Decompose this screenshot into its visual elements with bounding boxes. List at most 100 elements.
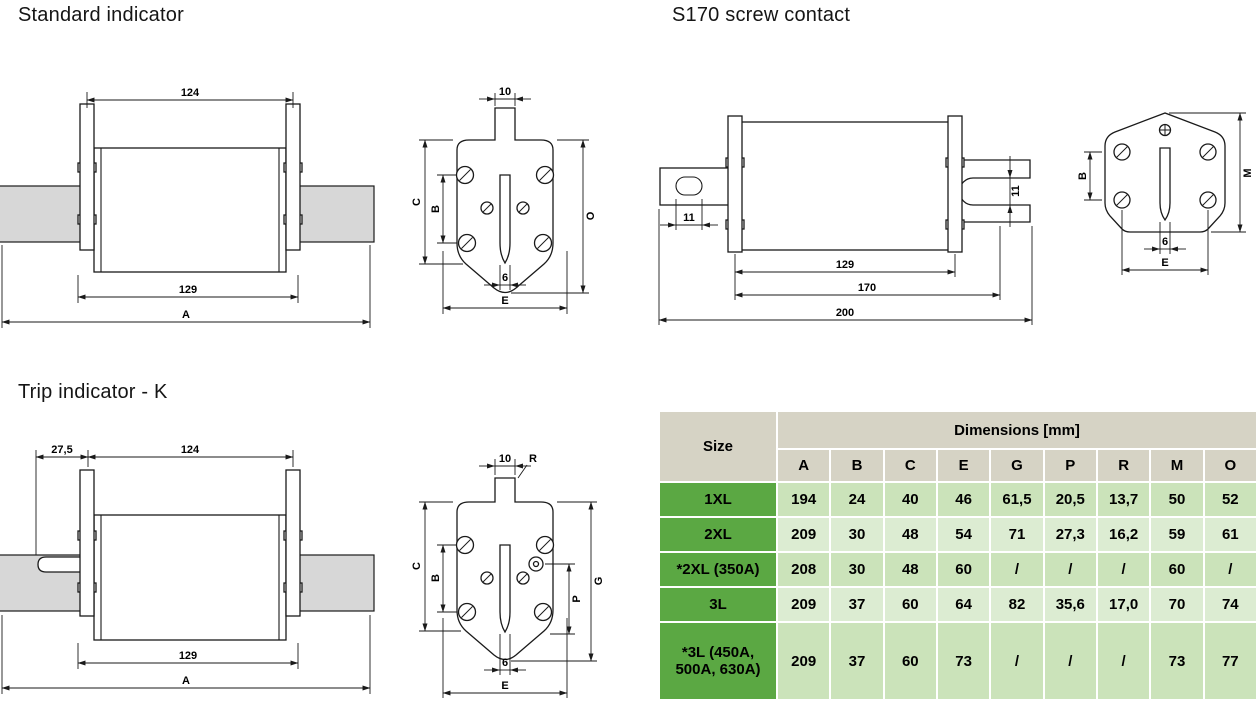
value-cell: 61,5 bbox=[989, 481, 1045, 518]
dim-label: 11 bbox=[683, 212, 695, 224]
screw bbox=[1199, 143, 1217, 161]
dim-124: 124 bbox=[87, 444, 294, 467]
value-cell: 50 bbox=[1149, 481, 1205, 518]
dim-200: 200 bbox=[658, 209, 1033, 325]
value-cell: / bbox=[989, 621, 1045, 701]
dim-label: R bbox=[529, 453, 537, 465]
dim-129: 129 bbox=[734, 254, 956, 300]
dim-label: B bbox=[430, 205, 442, 213]
dim-10: 10 bbox=[479, 453, 531, 475]
dim-label: 200 bbox=[836, 307, 854, 319]
dim-11-fork: 11 bbox=[1007, 156, 1022, 227]
value-cell: 209 bbox=[775, 621, 832, 701]
value-cell: 48 bbox=[882, 516, 938, 553]
fuse-body bbox=[93, 147, 287, 273]
dim-C: C bbox=[411, 139, 463, 265]
dim-label: C bbox=[411, 562, 423, 570]
value-cell: 60 bbox=[882, 621, 938, 701]
dim-R: R bbox=[517, 453, 537, 479]
value-cell: 70 bbox=[1149, 586, 1205, 623]
dim-label: 129 bbox=[836, 259, 854, 271]
value-cell: 77 bbox=[1202, 621, 1258, 701]
dim-label: 129 bbox=[179, 284, 197, 296]
table-row-2xl: 2XL 209 30 48 54 71 27,3 16,2 59 61 bbox=[658, 516, 1258, 553]
trip-side-view-drawing: 27,5 124 129 A bbox=[0, 444, 375, 694]
dim-label: P bbox=[571, 595, 583, 602]
dim-label: 10 bbox=[499, 453, 511, 465]
dim-label: 6 bbox=[1162, 236, 1168, 248]
dim-label: 129 bbox=[179, 650, 197, 662]
value-cell: 60 bbox=[1149, 551, 1205, 588]
value-cell: 20,5 bbox=[1042, 481, 1098, 518]
dim-label: 6 bbox=[502, 272, 508, 284]
value-cell: 16,2 bbox=[1095, 516, 1152, 553]
screw bbox=[1113, 191, 1131, 209]
column-header-p: P bbox=[1042, 448, 1098, 483]
value-cell: 59 bbox=[1149, 516, 1205, 553]
value-cell: 40 bbox=[882, 481, 938, 518]
screw-small bbox=[516, 201, 530, 215]
value-cell: 71 bbox=[989, 516, 1045, 553]
value-cell: 64 bbox=[935, 586, 992, 623]
value-cell: 30 bbox=[829, 516, 885, 553]
dim-label: 124 bbox=[181, 87, 200, 99]
dim-B: B bbox=[430, 544, 457, 613]
value-cell: 46 bbox=[935, 481, 992, 518]
value-cell: 37 bbox=[829, 621, 885, 701]
column-header-b: B bbox=[829, 448, 885, 483]
size-column-header: Size bbox=[658, 410, 778, 483]
screw-small bbox=[480, 571, 494, 585]
screw bbox=[455, 535, 475, 555]
screw bbox=[533, 602, 553, 622]
section-title-s170-screw-contact: S170 screw contact bbox=[672, 4, 851, 26]
left-grip-lug bbox=[725, 115, 745, 253]
dim-label: C bbox=[411, 198, 423, 206]
left-grip-lug bbox=[77, 469, 97, 617]
dim-B: B bbox=[1077, 151, 1102, 201]
dim-A: A bbox=[1, 615, 371, 694]
screw bbox=[1199, 191, 1217, 209]
value-cell: 73 bbox=[1149, 621, 1205, 701]
fuse-body bbox=[93, 514, 287, 641]
dim-129: 129 bbox=[77, 643, 299, 669]
value-cell: 24 bbox=[829, 481, 885, 518]
column-header-g: G bbox=[989, 448, 1045, 483]
column-header-m: M bbox=[1149, 448, 1205, 483]
screw bbox=[535, 535, 555, 555]
screw bbox=[533, 233, 553, 253]
table-row-1xl: 1XL 194 24 40 46 61,5 20,5 13,7 50 52 bbox=[658, 481, 1258, 518]
right-grip-lug bbox=[945, 115, 965, 253]
dim-label: 170 bbox=[858, 282, 876, 294]
screw-small bbox=[516, 571, 530, 585]
screw bbox=[457, 602, 477, 622]
value-cell: 30 bbox=[829, 551, 885, 588]
dim-label: 27,5 bbox=[51, 444, 72, 456]
dim-label: 10 bbox=[499, 86, 511, 98]
dimensions-table: Size Dimensions [mm] A B C E G P R M O 1… bbox=[658, 410, 1258, 701]
dim-label: O bbox=[585, 211, 597, 220]
fuse-body bbox=[734, 121, 956, 251]
screw bbox=[1113, 143, 1131, 161]
left-grip-lug bbox=[77, 103, 97, 251]
value-cell: 17,0 bbox=[1095, 586, 1152, 623]
dim-11-slot: 11 bbox=[660, 199, 718, 230]
standard-side-view-drawing: 124 129 A bbox=[0, 87, 375, 328]
value-cell: 52 bbox=[1202, 481, 1258, 518]
screw bbox=[457, 233, 477, 253]
value-cell: 54 bbox=[935, 516, 992, 553]
dim-6: 6 bbox=[484, 265, 526, 290]
column-header-r: R bbox=[1095, 448, 1152, 483]
value-cell: / bbox=[1042, 621, 1098, 701]
dim-6: 6 bbox=[1144, 222, 1186, 254]
dim-P: P bbox=[545, 563, 583, 635]
value-cell: 209 bbox=[775, 586, 832, 623]
screw-contact-strip bbox=[659, 167, 736, 206]
screw bbox=[535, 165, 555, 185]
dim-C: C bbox=[411, 501, 461, 632]
value-cell: 48 bbox=[882, 551, 938, 588]
size-cell: 1XL bbox=[658, 481, 778, 518]
table-row-2xl-350a: *2XL (350A) 208 30 48 60 / / / 60 / bbox=[658, 551, 1258, 588]
center-blade bbox=[499, 544, 511, 634]
dim-E: E bbox=[442, 618, 568, 698]
dim-label: 124 bbox=[181, 444, 200, 456]
